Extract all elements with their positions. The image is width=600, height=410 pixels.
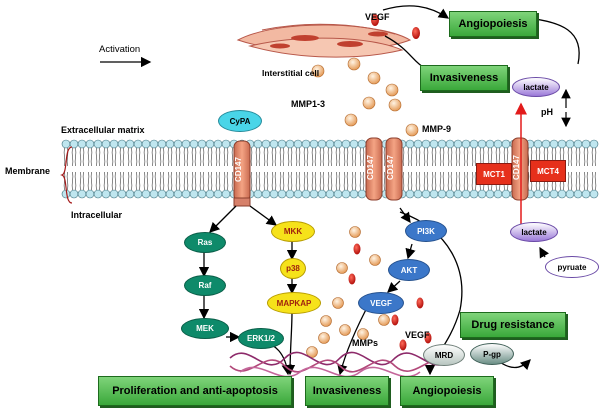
membrane-brace xyxy=(60,146,73,204)
cd147-label-1: CD147 xyxy=(233,157,243,182)
mmps-label: MMPs xyxy=(352,338,379,348)
mkk-node: MKK xyxy=(271,221,315,242)
mmp13-label: MMP1-3 xyxy=(291,99,326,109)
cypa-node: CyPA xyxy=(218,110,262,132)
proliferation-box: Proliferation and anti-apoptosis xyxy=(98,376,292,406)
angiopoiesis-bottom-box: Angiopoiesis xyxy=(400,376,494,406)
ecm-fibers xyxy=(229,351,451,378)
akt-node: AKT xyxy=(388,259,430,281)
mek-node: MEK xyxy=(181,318,229,339)
pi3k-node: PI3K xyxy=(405,220,447,242)
lactate-bottom-node: lactate xyxy=(510,222,558,242)
cd147-label-4: CD147 xyxy=(511,155,521,180)
erk-node: ERK1/2 xyxy=(238,328,284,349)
mrd-node: MRD xyxy=(423,344,465,366)
vegf-node: VEGF xyxy=(358,292,404,314)
mmp-balls-lower xyxy=(306,226,390,358)
vegf-drop xyxy=(412,27,420,39)
invasiveness-top-box: Invasiveness xyxy=(420,65,508,91)
angiopoiesis-top-box: Angiopoiesis xyxy=(449,11,537,37)
interstitial-cell-label: Interstitial cell xyxy=(262,68,320,78)
invasiveness-bottom-box: Invasiveness xyxy=(305,376,389,406)
activation-label: Activation xyxy=(99,44,141,55)
extracellular-matrix-label: Extracellular matrix xyxy=(61,125,145,135)
p38-node: p38 xyxy=(280,258,306,279)
raf-node: Raf xyxy=(184,275,226,296)
vegf-drop xyxy=(371,14,379,26)
mmp9-label: MMP-9 xyxy=(422,124,451,134)
interstitial-cell-graphic xyxy=(236,23,412,58)
membrane-label: Membrane xyxy=(5,166,51,176)
ph-label: pH xyxy=(541,107,553,117)
mct1-transporter: MCT1 xyxy=(476,163,512,185)
drug-resistance-box: Drug resistance xyxy=(460,312,566,338)
vegf-to-angiopoiesis-arrow xyxy=(382,5,450,19)
pyruate-node: pyruate xyxy=(545,256,599,278)
mapkap-node: MAPKAP xyxy=(267,292,321,314)
mct4-transporter: MCT4 xyxy=(530,160,566,182)
mmp-balls-upper xyxy=(311,57,419,137)
cd147-proteins xyxy=(233,137,529,207)
pgp-node: P-gp xyxy=(470,343,514,365)
lactate-to-angiopoiesis-arrow xyxy=(526,13,580,65)
cd147-label-3: CD147 xyxy=(385,155,395,180)
cd147-label-2: CD147 xyxy=(365,155,375,180)
vegf-drops-lower xyxy=(348,243,432,351)
lactate-top-node: lactate xyxy=(512,77,560,97)
intracellular-label: Intracellular xyxy=(71,210,123,220)
ras-node: Ras xyxy=(184,232,226,253)
vegf-bottom-label: VEGF xyxy=(405,330,430,340)
vegf-top-label: VEGF xyxy=(365,12,390,22)
